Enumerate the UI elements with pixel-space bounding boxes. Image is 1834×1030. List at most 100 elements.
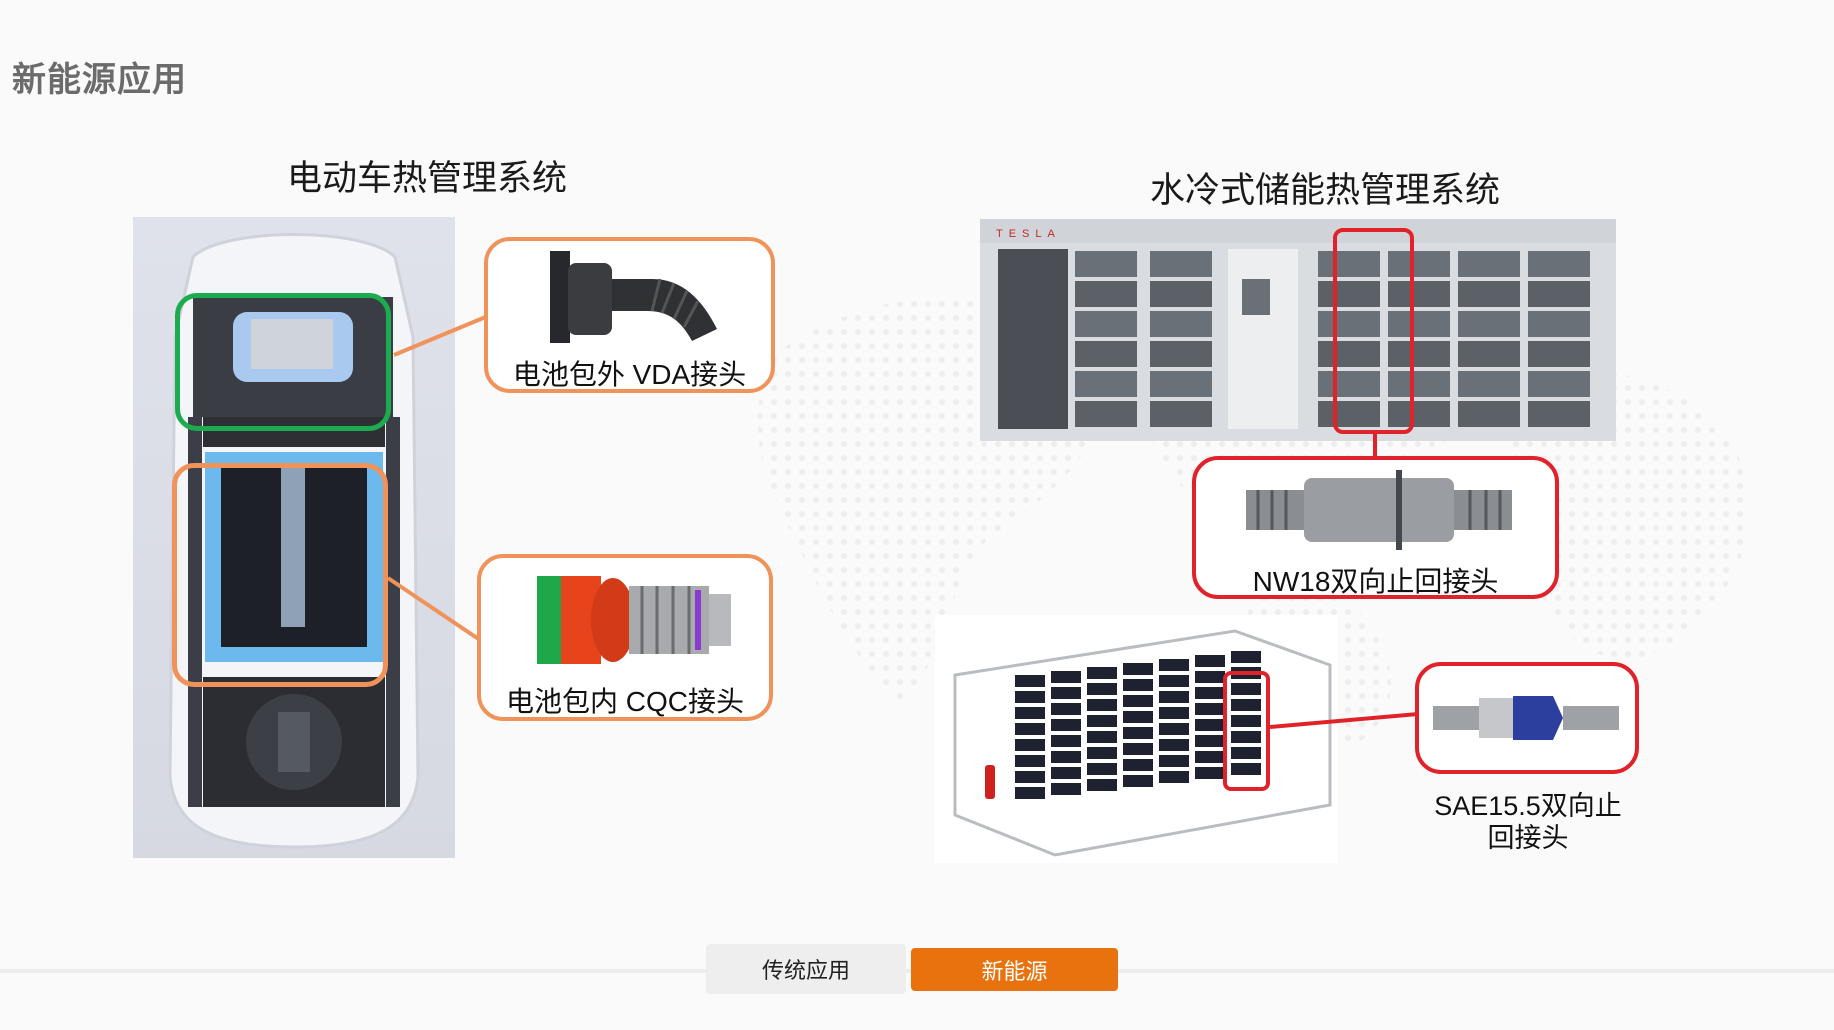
rack-module <box>1123 759 1153 771</box>
rack-module <box>1123 743 1153 755</box>
battery-module <box>1388 401 1450 427</box>
ev-chassis-image <box>133 217 455 858</box>
rack-module <box>1051 735 1081 747</box>
battery-module <box>1150 311 1212 337</box>
container-connector-line <box>1270 712 1418 729</box>
battery-module <box>1150 251 1212 277</box>
cabinet-module-highlight <box>1333 228 1414 434</box>
cqc-connector-image <box>537 576 731 664</box>
battery-module <box>1458 311 1520 337</box>
nw18-connector-label: NW18双向止回接头 <box>1252 566 1499 597</box>
rack-module <box>1195 735 1225 747</box>
vda-connector-image <box>550 251 717 343</box>
battery-module <box>1388 371 1450 397</box>
tab-traditional-applications[interactable]: 传统应用 <box>706 944 906 994</box>
rack-module <box>1195 687 1225 699</box>
rack-module <box>1015 675 1045 687</box>
rack-module <box>1195 719 1225 731</box>
rack-module <box>1015 707 1045 719</box>
battery-module <box>1528 281 1590 307</box>
rack-module <box>1231 747 1261 759</box>
rack-module <box>1087 779 1117 791</box>
battery-module <box>1528 371 1590 397</box>
rack-module <box>1087 747 1117 759</box>
battery-module <box>1388 341 1450 367</box>
battery-module <box>1318 341 1380 367</box>
rack-module <box>1051 703 1081 715</box>
tesla-brand-text: TESLA <box>996 228 1061 240</box>
ev-callout-connectors <box>386 314 489 642</box>
battery-module <box>1458 341 1520 367</box>
rack-module <box>1015 771 1045 783</box>
rack-module <box>1195 703 1225 715</box>
rack-module <box>1159 659 1189 671</box>
vda-connector-label: 电池包外 VDA接头 <box>512 359 747 390</box>
rack-module <box>1087 667 1117 679</box>
rack-module <box>1123 695 1153 707</box>
rack-module <box>1015 787 1045 799</box>
rack-module <box>1051 783 1081 795</box>
rack-module <box>1087 683 1117 695</box>
rack-module <box>1159 691 1189 703</box>
rack-module <box>1123 727 1153 739</box>
battery-module <box>1075 251 1137 277</box>
battery-module <box>1150 281 1212 307</box>
rack-module <box>1159 771 1189 783</box>
rack-module <box>1195 655 1225 667</box>
rack-module <box>1195 671 1225 683</box>
rack-module <box>1195 767 1225 779</box>
front-zone-highlight <box>175 293 391 431</box>
cabinet-connector-line <box>1373 432 1377 460</box>
battery-module <box>1528 251 1590 277</box>
nw18-connector-image <box>1246 470 1512 550</box>
battery-module <box>1458 371 1520 397</box>
tab-new-energy[interactable]: 新能源 <box>911 948 1118 991</box>
cqc-connector-label: 电池包内 CQC接头 <box>505 686 744 717</box>
nw18-connector-callout: NW18双向止回接头 <box>1192 456 1559 599</box>
rack-module <box>1123 663 1153 675</box>
battery-module <box>1318 401 1380 427</box>
rack-module <box>1087 715 1117 727</box>
rack-module <box>1231 699 1261 711</box>
battery-module <box>1388 311 1450 337</box>
rack-module <box>1015 739 1045 751</box>
battery-module <box>1458 281 1520 307</box>
rack-module <box>1051 671 1081 683</box>
battery-module <box>1458 401 1520 427</box>
rack-module <box>1123 711 1153 723</box>
battery-module <box>1388 251 1450 277</box>
rack-module <box>1159 707 1189 719</box>
rack-module <box>1195 751 1225 763</box>
battery-module <box>1318 371 1380 397</box>
rack-module <box>1159 675 1189 687</box>
rack-module <box>1159 755 1189 767</box>
rack-module <box>1051 751 1081 763</box>
sae-connector-callout <box>1415 662 1639 774</box>
battery-module <box>1318 311 1380 337</box>
rack-module <box>1231 731 1261 743</box>
vda-connector-callout: 电池包外 VDA接头 <box>484 237 775 393</box>
battery-module <box>1318 281 1380 307</box>
page-title: 新能源应用 <box>12 61 187 99</box>
rack-module <box>1015 723 1045 735</box>
rack-module <box>1123 679 1153 691</box>
ev-section-title: 电动车热管理系统 <box>287 159 568 198</box>
rack-module <box>1087 763 1117 775</box>
battery-module <box>1528 341 1590 367</box>
rack-module <box>1231 715 1261 727</box>
battery-module <box>1075 341 1137 367</box>
rack-module <box>1159 739 1189 751</box>
rack-module <box>1231 763 1261 775</box>
battery-module <box>1458 251 1520 277</box>
rack-module <box>1231 683 1261 695</box>
battery-module <box>1075 281 1137 307</box>
rack-module <box>1123 775 1153 787</box>
battery-zone-highlight <box>172 463 388 687</box>
sae-label-line1: SAE15.5双向止 <box>1434 791 1622 821</box>
rack-module <box>1015 691 1045 703</box>
battery-module <box>1075 401 1137 427</box>
battery-module <box>1528 401 1590 427</box>
battery-module <box>1075 311 1137 337</box>
rack-module <box>1051 767 1081 779</box>
cqc-connector-callout: 电池包内 CQC接头 <box>477 554 773 721</box>
